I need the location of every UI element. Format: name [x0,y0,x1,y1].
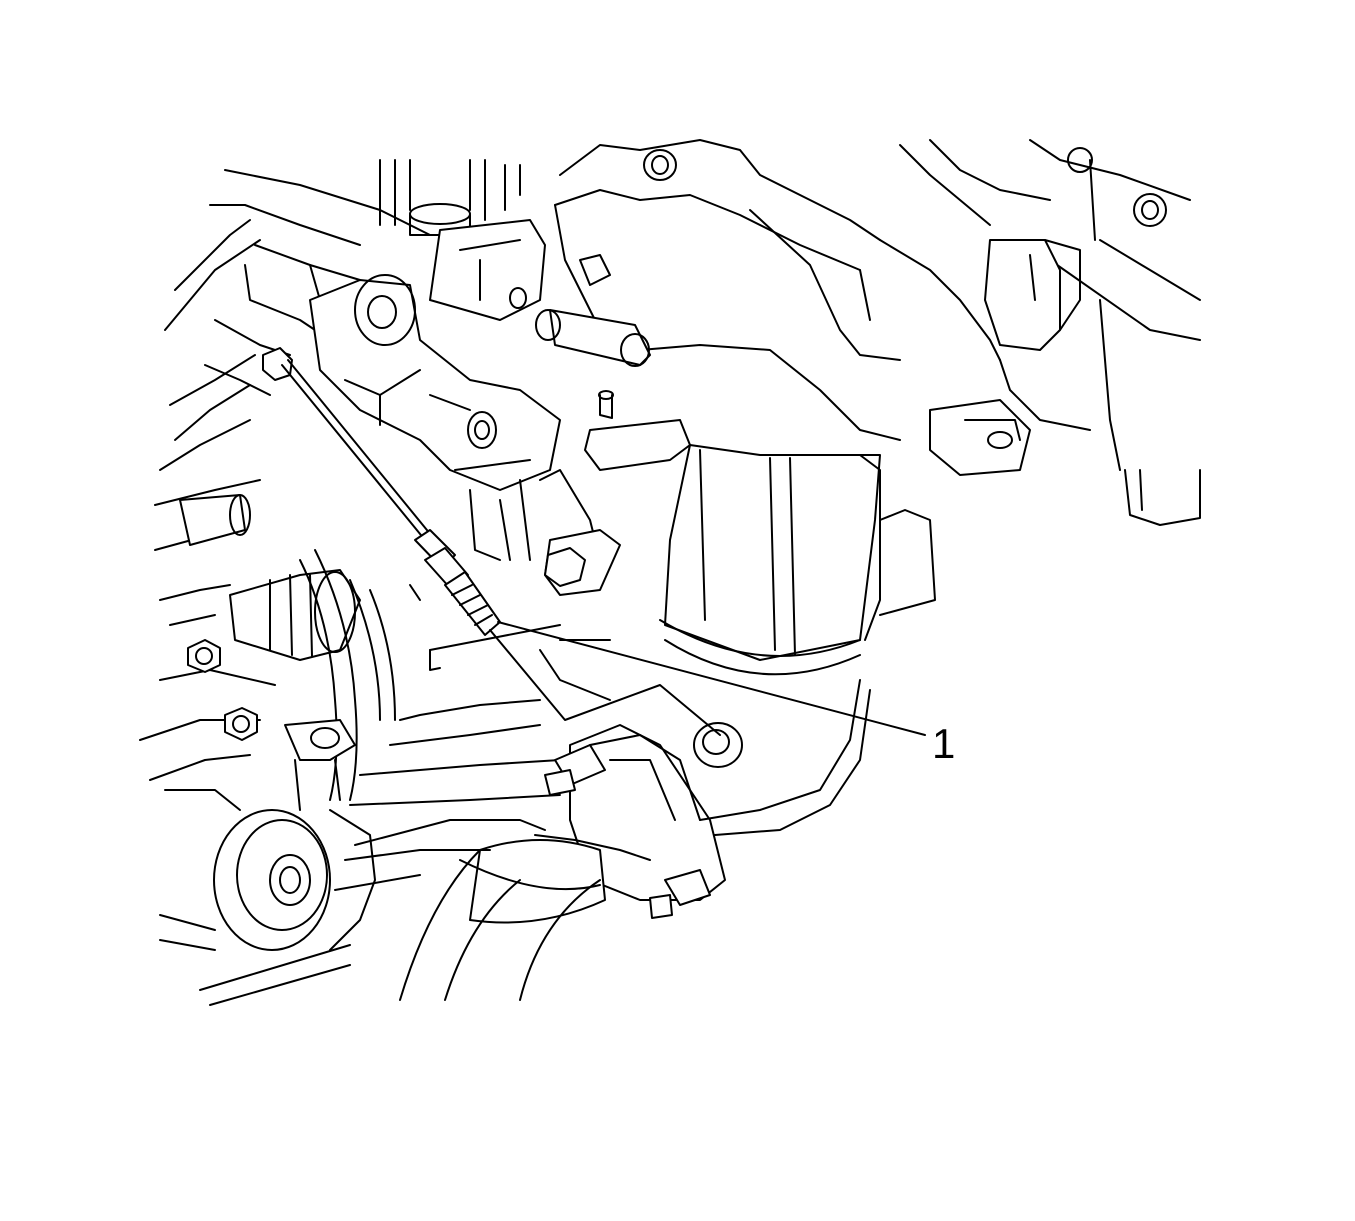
catalytic-converter [659,444,936,676]
callout-1-label: 1 [932,720,955,767]
dipstick [281,359,721,736]
callout-1-leader [497,621,926,736]
exhaust-manifold [554,139,1201,526]
callout-1: 1 [497,621,955,767]
manifold-connector [929,239,1081,476]
exhaust-flange [399,679,871,1001]
transmission-housing [139,169,431,811]
lower-mount [159,719,546,1006]
bellhousing [299,549,611,806]
coolant-lines [179,494,361,661]
upper-pipes [379,159,691,471]
housing-bolts [187,347,586,741]
